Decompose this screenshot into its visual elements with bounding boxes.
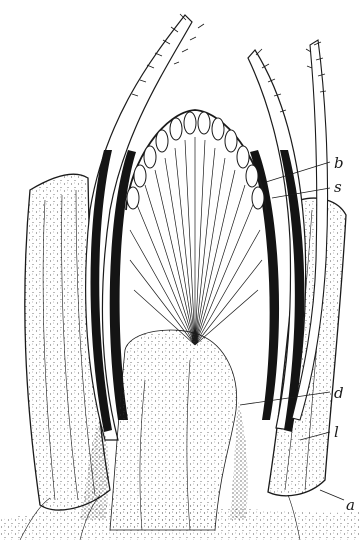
label-l: l	[334, 423, 339, 441]
label-a: a	[346, 496, 355, 514]
ovule-row	[126, 110, 266, 210]
label-s: s	[334, 178, 342, 196]
label-b: b	[334, 154, 344, 172]
label-d: d	[334, 384, 344, 402]
